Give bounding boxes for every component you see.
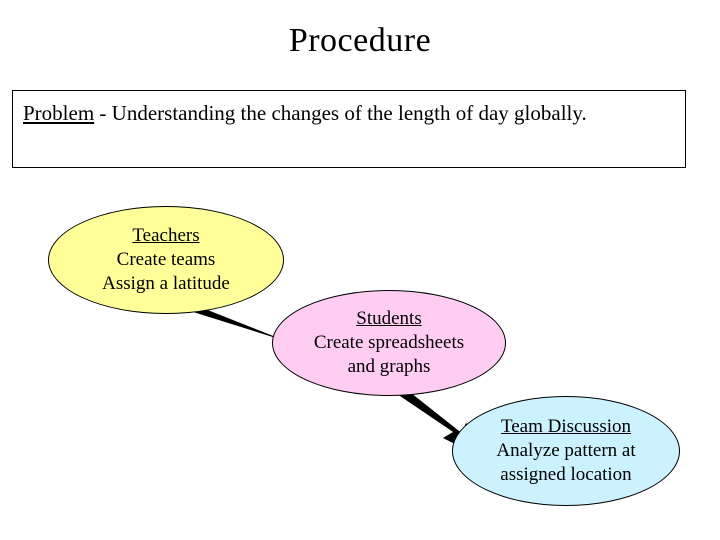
node-team-discussion-heading: Team Discussion [500, 416, 632, 437]
problem-statement-text: Problem - Understanding the changes of t… [23, 99, 675, 127]
problem-rest: - Understanding the changes of the lengt… [94, 101, 587, 125]
node-teachers-line-1: Create teams [116, 249, 216, 270]
node-teachers-heading: Teachers [132, 225, 200, 246]
node-students-heading: Students [356, 308, 422, 329]
node-team-discussion-line-1: Analyze pattern at [496, 440, 636, 461]
node-teachers-line-2: Assign a latitude [102, 273, 230, 294]
node-team-discussion-line-2: assigned location [500, 464, 632, 485]
node-students-line-2: and graphs [347, 356, 431, 377]
node-teachers[interactable]: Teachers Create teams Assign a latitude [48, 206, 284, 314]
page-title: Procedure [288, 22, 432, 59]
problem-label: Problem [23, 101, 95, 125]
problem-statement-box: Problem - Understanding the changes of t… [12, 90, 686, 168]
node-students[interactable]: Students Create spreadsheets and graphs [272, 290, 506, 396]
node-students-line-1: Create spreadsheets [313, 332, 465, 353]
node-team-discussion[interactable]: Team Discussion Analyze pattern at assig… [452, 396, 680, 506]
